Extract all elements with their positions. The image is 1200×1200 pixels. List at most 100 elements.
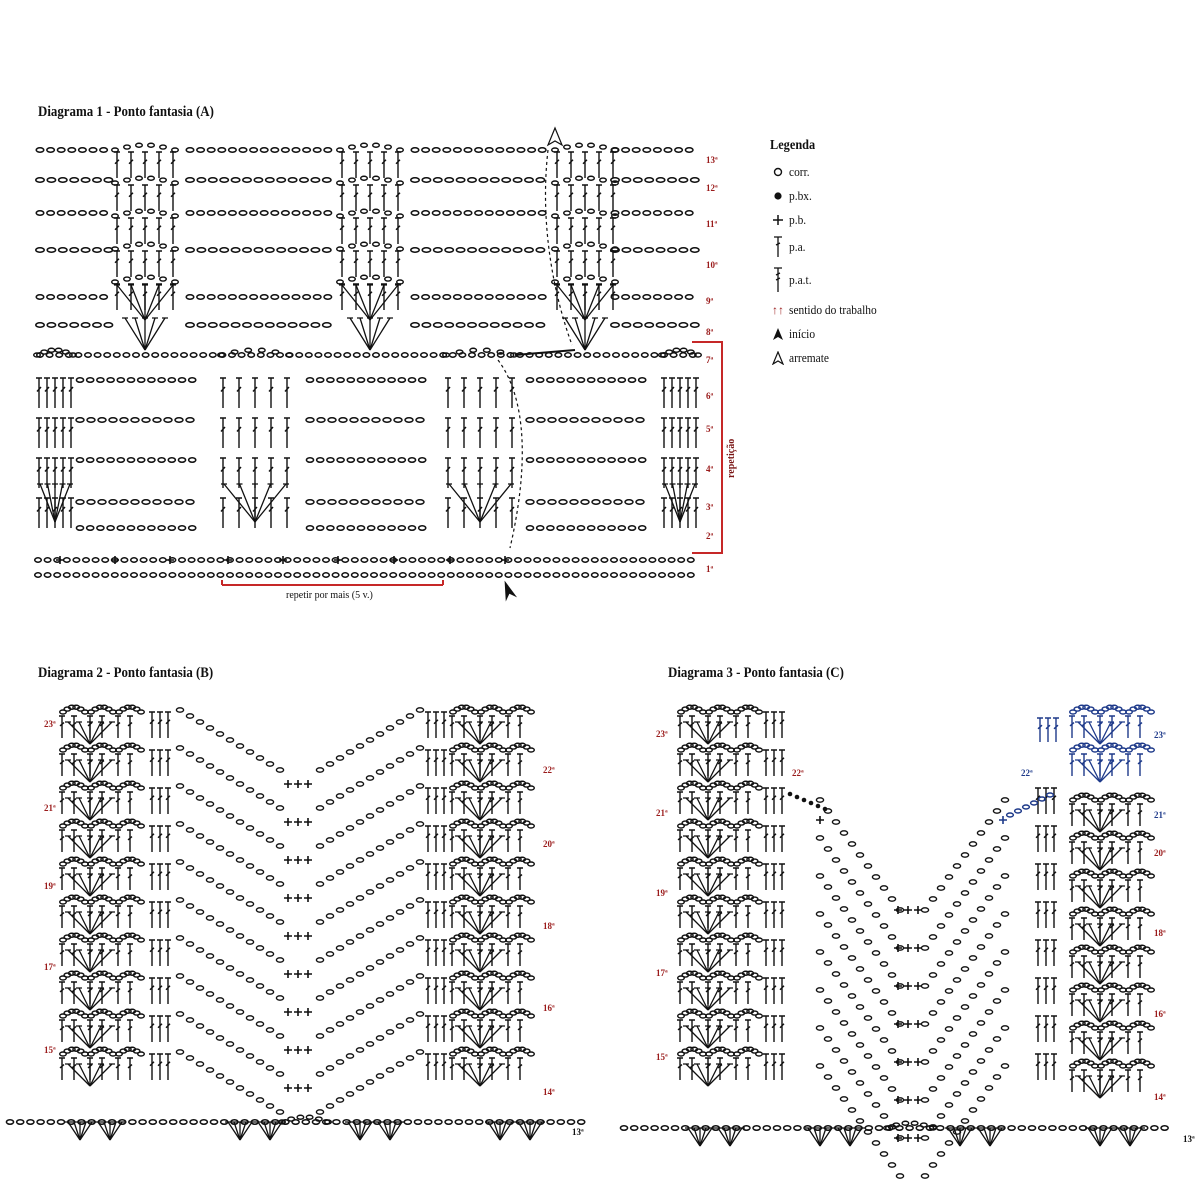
double-crochet-stitch xyxy=(733,829,739,852)
double-crochet-stitch xyxy=(509,377,515,408)
v-chain xyxy=(385,991,395,997)
fan-stitch xyxy=(255,1121,271,1141)
arch-chain xyxy=(722,972,731,978)
v-chain xyxy=(205,839,215,845)
double-crochet-stitch xyxy=(36,417,42,448)
chain-stitch xyxy=(116,377,126,383)
fan-stitch xyxy=(95,1121,111,1141)
double-crochet-stitch xyxy=(661,497,667,528)
chain-stitch xyxy=(525,377,535,383)
double-crochet-stitch xyxy=(165,977,171,1004)
v-chain xyxy=(415,783,425,789)
d3-row-label: 14ª xyxy=(1154,1092,1166,1102)
chain-stitch xyxy=(206,557,215,563)
chain-stitch xyxy=(349,499,359,505)
double-crochet-stitch xyxy=(717,829,723,852)
fan-stitch xyxy=(87,911,93,934)
v-chain xyxy=(175,897,185,903)
double-crochet-stitch xyxy=(461,905,467,928)
v-chain xyxy=(255,755,265,761)
chain-stitch xyxy=(561,572,571,578)
chain-stitch xyxy=(106,457,115,463)
chain-stitch xyxy=(312,210,322,216)
chain-stitch xyxy=(417,525,427,531)
arch-chain xyxy=(705,747,714,753)
v-chain xyxy=(871,988,881,994)
double-crochet-stitch xyxy=(425,901,431,928)
fan-stitch xyxy=(1097,1037,1103,1060)
v-chain xyxy=(1000,987,1010,993)
fan-stitch xyxy=(694,987,709,1011)
v-chain xyxy=(385,839,395,845)
arch-chain xyxy=(1096,747,1105,753)
v-chain xyxy=(385,1067,395,1073)
double-crochet-stitch xyxy=(59,753,65,776)
arch-chain xyxy=(599,243,608,249)
single-crochet-stitch xyxy=(904,982,912,990)
arch-chain xyxy=(123,856,132,862)
arch-chain xyxy=(694,1048,703,1054)
chain-stitch xyxy=(189,1119,198,1125)
arch-chain xyxy=(469,347,478,353)
arch-chain xyxy=(466,1010,475,1016)
fan-stitch xyxy=(1099,885,1125,909)
chain-stitch xyxy=(110,572,119,578)
arch-chain xyxy=(132,934,141,940)
arch-chain xyxy=(1096,873,1105,879)
double-crochet-stitch xyxy=(1081,803,1087,826)
v-chain xyxy=(275,805,285,811)
v-chain xyxy=(839,1096,849,1102)
v-chain xyxy=(1000,835,1010,841)
arch-chain xyxy=(1068,709,1077,715)
chain-stitch xyxy=(686,572,695,578)
v-chain xyxy=(395,795,405,801)
fan-stitch xyxy=(529,1121,539,1141)
fan-stitch xyxy=(705,1063,711,1086)
chain-stitch xyxy=(523,557,532,563)
double-crochet-stitch xyxy=(489,867,495,890)
double-crochet-stitch xyxy=(763,711,769,738)
chain-stitch xyxy=(75,499,85,505)
legend-item-slip: p.bx. xyxy=(770,184,889,208)
chain-stitch xyxy=(356,457,366,463)
arch-chain xyxy=(722,744,731,750)
arch-chain xyxy=(705,975,714,981)
chain-stitch xyxy=(1037,1125,1047,1131)
chain-stitch xyxy=(782,1125,792,1131)
chain-stitch xyxy=(627,457,637,463)
double-crochet-stitch xyxy=(449,867,455,890)
chain-stitch xyxy=(624,417,634,423)
arch-chain xyxy=(713,780,722,786)
legend-item-single: p.b. xyxy=(770,208,889,232)
double-crochet-stitch xyxy=(381,184,387,211)
arch-chain xyxy=(713,856,722,862)
double-crochet-stitch xyxy=(60,377,66,408)
chain-stitch xyxy=(336,377,345,383)
fan-stitch xyxy=(225,1121,241,1141)
v-chain xyxy=(175,783,185,789)
double-crochet-stitch xyxy=(220,417,226,448)
chain-stitch xyxy=(302,294,312,300)
double-crochet-stitch xyxy=(717,715,723,738)
chain-stitch xyxy=(75,525,85,531)
double-crochet-stitch xyxy=(1069,1031,1075,1054)
chain-stitch xyxy=(611,352,621,358)
chain-stitch xyxy=(905,1125,914,1131)
double-crochet-stitch xyxy=(763,977,769,1004)
chain-stitch xyxy=(217,147,227,153)
chain-stitch xyxy=(638,572,647,578)
v-chain xyxy=(839,982,849,988)
arch-chain xyxy=(563,144,572,150)
arch-chain xyxy=(104,706,113,712)
fan-stitch xyxy=(479,835,505,859)
arch-chain xyxy=(372,142,381,148)
v-chain xyxy=(895,1173,905,1179)
double-crochet-stitch xyxy=(236,457,242,488)
arch-chain xyxy=(1068,747,1077,753)
arch-chain xyxy=(750,896,759,902)
v-chain xyxy=(315,805,325,811)
double-crochet-stitch xyxy=(717,1057,723,1080)
arch-chain xyxy=(1142,984,1151,990)
double-crochet-stitch xyxy=(115,1057,121,1080)
fan-stitch xyxy=(1086,1037,1101,1061)
